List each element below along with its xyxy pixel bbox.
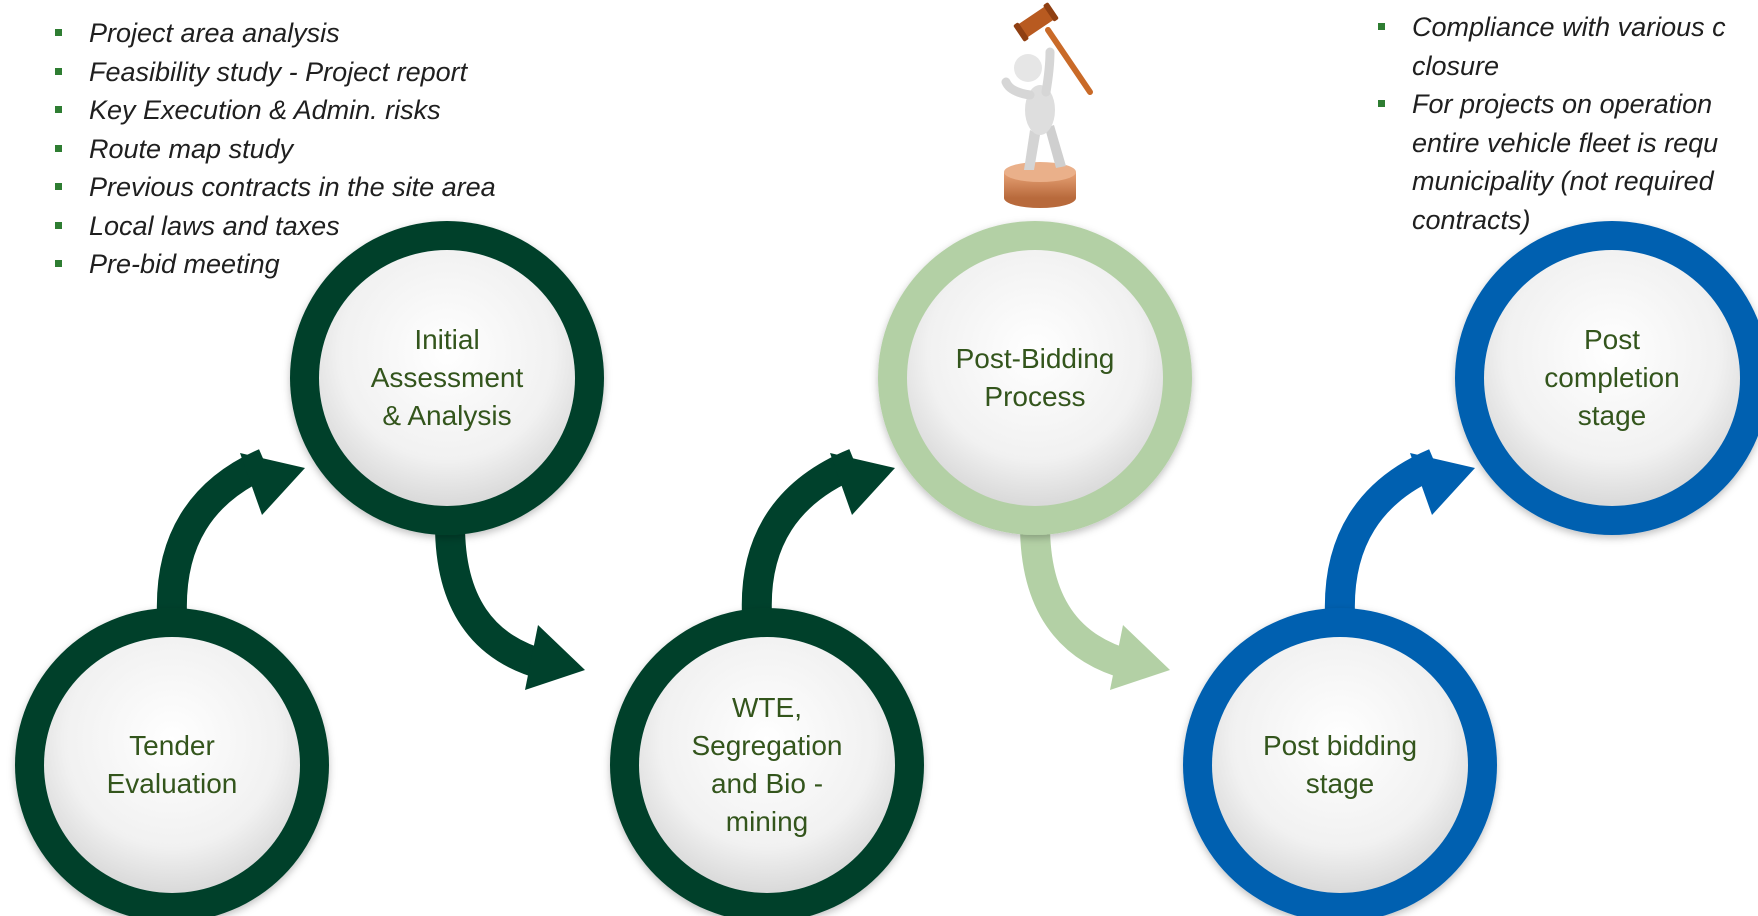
bullet-item: Feasibility study - Project report (55, 53, 595, 92)
circle-post-completion (1455, 221, 1758, 535)
circle-post-bidding-process (878, 221, 1192, 535)
bullet-item: Pre-bid meeting (55, 245, 595, 284)
arrow-tender-to-initial (156, 449, 305, 616)
bullet-item: municipality (not required (1412, 166, 1714, 196)
bullet-item: Route map study (55, 130, 595, 169)
bullet-item: Compliance with various c (1378, 8, 1758, 47)
circle-post-bidding-stage (1183, 608, 1497, 916)
judge-gavel-figure-icon (1001, 2, 1093, 208)
bullet-item: Previous contracts in the site area (55, 168, 595, 207)
bullet-item: Key Execution & Admin. risks (55, 91, 595, 130)
bullet-item: Project area analysis (55, 14, 595, 53)
circle-wte-segregation (610, 608, 924, 916)
circle-initial-assessment (290, 221, 604, 535)
arrow-initial-to-wte (435, 524, 585, 690)
bullet-item: closure (1412, 50, 1500, 81)
bullet-item: contracts) (1412, 204, 1531, 235)
circle-tender-evaluation (15, 608, 329, 916)
bullet-item: Local laws and taxes (55, 207, 595, 246)
bullet-item: entire vehicle fleet is requ (1412, 127, 1719, 158)
arrow-wte-to-postbidding (741, 449, 895, 616)
arrow-stage-to-completion (1324, 449, 1475, 616)
arrow-postbidding-to-stage (1020, 524, 1170, 690)
bullet-item: For projects on operation (1378, 85, 1758, 124)
